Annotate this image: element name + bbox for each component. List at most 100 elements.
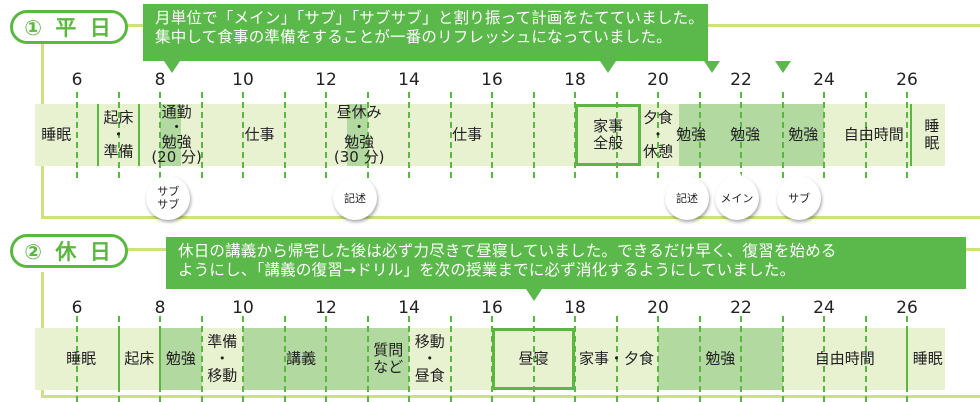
holiday-hour-tick: 26	[896, 298, 918, 318]
weekday-hour-gridline	[657, 92, 659, 178]
holiday-boundary-line	[159, 328, 161, 390]
weekday-hour-gridline	[491, 92, 493, 178]
weekday-hour-tick: 10	[232, 70, 254, 90]
weekday-study-block	[160, 104, 181, 166]
weekday-hour-gridline	[117, 92, 120, 178]
weekday-note-bubble: サブ サブ	[146, 168, 191, 220]
holiday-hour-gridline	[449, 316, 452, 402]
holiday-activity-label: 勉強	[165, 349, 196, 368]
weekday-hour-tick: 8	[154, 70, 166, 90]
holiday-hour-tick: 8	[154, 298, 166, 318]
holiday-hour-gridline	[325, 316, 327, 402]
holiday-hour-gridline	[864, 316, 867, 402]
holiday-hour-gridline	[408, 316, 410, 402]
holiday-callout-pointer	[525, 289, 542, 301]
weekday-hour-gridline	[366, 92, 369, 178]
holiday-activity-label: 講義	[286, 349, 317, 368]
holiday-hour-gridline	[823, 316, 825, 402]
weekday-callout: 月単位で「メイン」「サブ」「サブサブ」と割り振って計画をたてていました。 集中し…	[143, 4, 708, 61]
weekday-title: ① 平 日	[10, 10, 128, 44]
weekday-activity-label: 睡眠	[41, 125, 72, 144]
holiday-hour-gridline	[781, 316, 784, 402]
holiday-activity-label: 家事・夕食	[578, 349, 655, 368]
holiday-hour-gridline	[532, 316, 535, 402]
weekday-hour-tick: 6	[71, 70, 83, 90]
holiday-hour-tick: 18	[564, 298, 586, 318]
weekday-hour-tick: 16	[481, 70, 503, 90]
holiday-hour-gridline	[200, 316, 203, 402]
holiday-study-block	[658, 328, 783, 390]
weekday-study-block	[678, 104, 824, 166]
weekday-callout-pointer	[600, 61, 617, 73]
weekday-hour-tick: 18	[564, 70, 586, 90]
holiday-activity-label: 起床	[124, 349, 155, 368]
weekday-hour-gridline	[864, 92, 867, 178]
weekday-hour-gridline	[242, 92, 244, 178]
weekday-hour-gridline	[283, 92, 286, 178]
weekday-callout-line-2: 集中して食事の準備をすることが一番のリフレッシュになっていました。	[155, 28, 672, 46]
weekday-callout-pointer	[774, 61, 791, 73]
holiday-hour-tick: 10	[232, 298, 254, 318]
weekday-hour-gridline	[740, 92, 742, 178]
holiday-activity-label: 昼寝	[518, 349, 549, 368]
holiday-hour-tick: 22	[730, 298, 752, 318]
weekday-hour-gridline	[532, 92, 535, 178]
holiday-highlight-box	[492, 328, 575, 390]
weekday-activity-label: 通勤 ・ 勉強 (20 分)	[151, 103, 202, 166]
weekday-callout-line-1: 月単位で「メイン」「サブ」「サブサブ」と割り振って計画をたてていました。	[155, 9, 704, 27]
weekday-activity-label: 睡 眠	[924, 117, 940, 152]
weekday-hour-tick: 20	[647, 70, 669, 90]
holiday-boundary-line	[117, 328, 120, 390]
holiday-activity-label: 勉強	[705, 349, 736, 368]
weekday-note-bubble: 記述	[333, 168, 378, 220]
weekday-activity-label: 起床 ・ 準備	[103, 108, 134, 161]
weekday-hour-tick: 26	[896, 70, 918, 90]
holiday-hour-gridline	[283, 316, 286, 402]
holiday-hour-gridline	[615, 316, 618, 402]
weekday-hour-gridline	[615, 92, 618, 178]
holiday-hour-tick: 6	[71, 298, 83, 318]
weekday-note-bubble: 記述	[665, 168, 710, 220]
holiday-timeline-bar: 睡眠起床勉強準備 ・ 移動講義質問 など移動 ・ 昼食昼寝家事・夕食勉強自由時間…	[0, 316, 980, 402]
weekday-activity-label: 勉強	[676, 125, 707, 144]
holiday-hour-gridline	[574, 316, 576, 402]
weekday-boundary-line	[96, 104, 99, 166]
holiday-activity-label: 移動 ・ 昼食	[414, 332, 445, 385]
weekday-activity-label: 仕事	[452, 125, 483, 144]
holiday-hour-gridline	[657, 316, 659, 402]
weekday-hour-tick: 22	[730, 70, 752, 90]
weekday-hour-gridline	[76, 92, 78, 178]
holiday-hour-gridline	[242, 316, 244, 402]
weekday-hour-gridline	[698, 92, 701, 178]
weekday-timeline-bar: 睡眠 起床 ・ 準備通勤 ・ 勉強 (20 分) 仕事 昼休み ・ 勉強 (30 分)…	[0, 92, 980, 178]
holiday-activity-label: 準備 ・ 移動	[207, 332, 238, 385]
holiday-hour-gridline	[76, 316, 78, 402]
holiday-title: ② 休 日	[10, 234, 128, 268]
holiday-hour-tick: 16	[481, 298, 503, 318]
weekday-activity-label: 仕事	[244, 125, 275, 144]
weekday-hour-gridline	[781, 92, 784, 178]
holiday-activity-label: 自由時間	[814, 349, 875, 368]
weekday-highlight-box	[575, 104, 642, 166]
weekday-hour-gridline	[906, 92, 908, 178]
holiday-activity-label: 睡眠	[66, 349, 97, 368]
holiday-frame-bottom	[41, 395, 980, 398]
holiday-study-block	[160, 328, 202, 390]
weekday-hour-tick: 14	[398, 70, 420, 90]
weekday-activity-label: 勉強	[788, 125, 819, 144]
weekday-boundary-line	[138, 104, 141, 166]
holiday-hour-gridline	[366, 316, 369, 402]
holiday-callout: 休日の講義から帰宅した後は必ず力尽きて昼寝していました。できるだけ早く、復習を始…	[166, 237, 966, 289]
weekday-callout-pointer	[164, 61, 181, 73]
weekday-hour-gridline	[200, 92, 203, 178]
weekday-hour-gridline	[325, 92, 327, 178]
weekday-activity-label: 夕食 ・ 休憩	[642, 108, 674, 161]
holiday-hour-tick: 24	[813, 298, 835, 318]
weekday-activity-label: 勉強	[730, 125, 761, 144]
holiday-hour-gridline	[698, 316, 701, 402]
holiday-callout-line-2: ようにし、「講義の復習→ドリル」を次の授業までに必ず消化するようにしていました。	[178, 261, 796, 279]
holiday-hour-tick: 14	[398, 298, 420, 318]
weekday-activity-label: 昼休み ・ 勉強 (30 分)	[333, 103, 385, 166]
weekday-hour-gridline	[408, 92, 410, 178]
weekday-hour-gridline	[823, 92, 825, 178]
